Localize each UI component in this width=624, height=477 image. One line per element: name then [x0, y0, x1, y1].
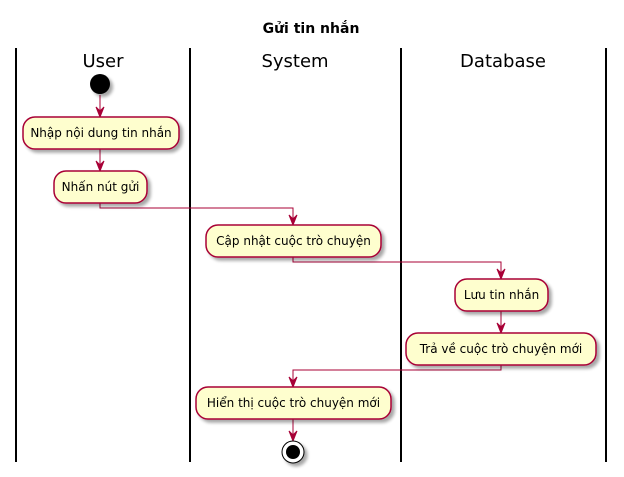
action-label: Lưu tin nhắn: [464, 288, 539, 302]
action-label: Trả về cuộc trò chuyện mới: [419, 342, 583, 356]
action-box: [53, 170, 148, 204]
action-box: [195, 386, 392, 420]
action-box: [454, 278, 549, 312]
edge-a3-to-a4: [292, 257, 502, 273]
start-node: [90, 74, 110, 94]
action-label: Nhập nội dung tin nhắn: [30, 126, 171, 140]
edge-a5-to-a6: [292, 365, 502, 381]
edge-a2-to-a3: [99, 203, 294, 219]
action-node: Lưu tin nhắn: [454, 278, 549, 312]
action-label: Cập nhật cuộc trò chuyện: [216, 234, 371, 248]
action-node: Cập nhật cuộc trò chuyện: [205, 224, 382, 258]
action-node: Hiển thị cuộc trò chuyện mới: [195, 386, 392, 420]
action-node: Nhấn nút gửi: [53, 170, 148, 204]
swimlane-dividers: [15, 48, 607, 462]
lane-header-system: System: [261, 51, 328, 72]
arrowhead-a1: [95, 106, 105, 119]
action-label: Hiển thị cuộc trò chuyện mới: [207, 396, 380, 410]
action-node: Nhập nội dung tin nhắn: [22, 116, 180, 150]
arrowhead-a6: [288, 376, 298, 389]
arrowhead-a2: [95, 160, 105, 173]
action-box: [22, 116, 180, 150]
end-node-inner: [286, 445, 300, 459]
action-label: Nhấn nút gửi: [62, 180, 140, 194]
flow-arrowheads: [95, 106, 506, 443]
flow-edges: [99, 95, 502, 435]
action-node: Trả về cuộc trò chuyện mới: [405, 332, 597, 366]
diagram-title: Gửi tin nhắn: [263, 20, 360, 37]
lane-header-user: User: [82, 51, 124, 72]
arrowhead-end: [288, 430, 298, 443]
action-box: [205, 224, 382, 258]
arrowhead-a4: [496, 268, 506, 281]
action-box: [405, 332, 597, 366]
lane-header-database: Database: [460, 51, 546, 72]
arrowhead-a3: [288, 214, 298, 227]
end-node: [281, 440, 305, 464]
arrowhead-a5: [496, 322, 506, 335]
